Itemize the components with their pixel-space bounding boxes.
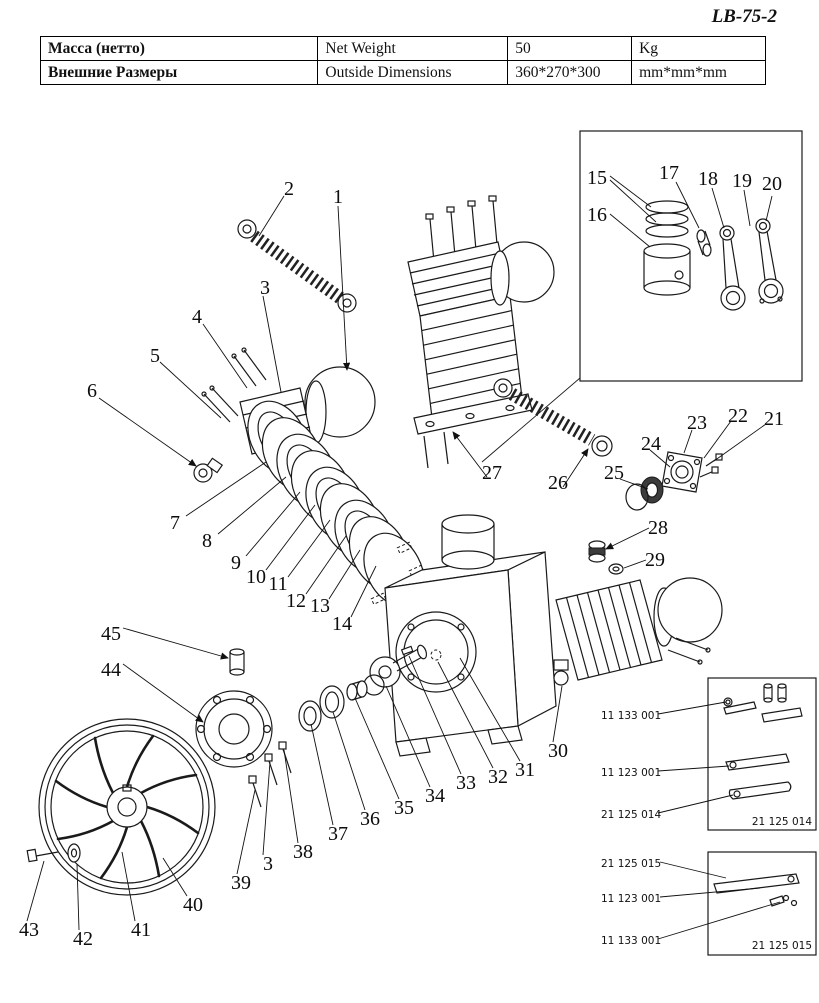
part-number-label-5: 11 123 001	[601, 893, 661, 905]
callout-34: 34	[425, 785, 445, 807]
callout-leader-lines	[26, 175, 773, 931]
callout-33: 33	[456, 772, 476, 794]
callout-41: 41	[131, 919, 151, 941]
callout-17: 17	[659, 162, 679, 184]
callout-31: 31	[515, 759, 535, 781]
intake-hose-2	[493, 378, 613, 457]
callout-24: 24	[641, 433, 661, 455]
weight-label-ru: Масса (нетто)	[39, 36, 319, 61]
flywheel	[26, 718, 216, 896]
callout-45: 45	[101, 623, 121, 645]
flywheel-washer	[67, 843, 81, 863]
callout-32: 32	[488, 766, 508, 788]
breather-plug	[588, 540, 624, 575]
piston-pin	[696, 229, 712, 257]
callout-7: 7	[170, 512, 180, 534]
part-number-label-2: 11 123 001	[601, 767, 661, 779]
callout-23: 23	[687, 412, 707, 434]
callout-15: 15	[587, 167, 607, 189]
callout-14: 14	[332, 613, 352, 635]
drain-fitting	[553, 659, 569, 686]
dimensions-value: 360*270*300	[507, 60, 633, 85]
callout-13: 13	[310, 595, 330, 617]
callout-42: 42	[73, 928, 93, 950]
right-cylinder-assembly	[555, 577, 723, 681]
callout-37: 37	[328, 823, 348, 845]
callout-10: 10	[246, 566, 266, 588]
callout-27: 27	[482, 462, 502, 484]
air-filter-housing-left	[304, 366, 376, 444]
weight-unit: Kg	[631, 36, 766, 61]
callout-36: 36	[360, 808, 380, 830]
callout-44: 44	[101, 659, 121, 681]
connecting-rod-a	[719, 225, 746, 311]
callout-5: 5	[150, 345, 160, 367]
callout-3b: 3	[263, 853, 273, 875]
dimensions-unit: mm*mm*mm	[631, 60, 766, 85]
weight-value: 50	[507, 36, 633, 61]
rear-bearing-flange	[625, 451, 723, 511]
connecting-rod-b	[755, 218, 784, 304]
callout-21: 21	[764, 408, 784, 430]
part-number-label-4: 21 125 015	[601, 858, 661, 870]
callout-6: 6	[87, 380, 97, 402]
callout-22: 22	[728, 405, 748, 427]
callout-25: 25	[604, 462, 624, 484]
callout-3: 3	[260, 277, 270, 299]
callout-8: 8	[202, 530, 212, 552]
intake-hose-1	[237, 219, 357, 313]
piston	[643, 243, 691, 296]
crankshaft-parts	[298, 644, 442, 732]
inset1-part-number-tag: 21 125 014	[752, 816, 812, 828]
callout-19: 19	[732, 170, 752, 192]
bearing-cover-plate	[195, 648, 273, 768]
dimensions-label-en: Outside Dimensions	[317, 60, 509, 85]
callout-16: 16	[587, 204, 607, 226]
callout-26: 26	[548, 472, 568, 494]
callout-12: 12	[286, 590, 306, 612]
flywheel-bolt	[26, 848, 59, 863]
spec-row-weight: Масса (нетто) Net Weight 50 Kg	[39, 36, 766, 61]
callout-28: 28	[648, 517, 668, 539]
dimensions-label-ru: Внешние Размеры	[39, 60, 319, 85]
part-number-label-3: 21 125 014	[601, 809, 661, 821]
callout-2: 2	[284, 178, 294, 200]
head-studs	[201, 347, 267, 423]
air-filter-housing-top	[490, 241, 555, 306]
callout-4: 4	[192, 306, 202, 328]
service-kit-inset-2: 21 125 015	[707, 851, 817, 956]
weight-label-en: Net Weight	[317, 36, 509, 61]
callout-29: 29	[645, 549, 665, 571]
callout-40: 40	[183, 894, 203, 916]
part-number-labels: 11 133 001 11 123 001 21 125 014 21 125 …	[601, 701, 781, 947]
valve-plate-stack	[247, 400, 425, 608]
service-kit-inset-1: 21 125 014	[707, 677, 817, 831]
spec-table: Масса (нетто) Net Weight 50 Kg Внешние Р…	[39, 36, 766, 85]
callout-1: 1	[333, 186, 343, 208]
callout-11: 11	[268, 573, 287, 595]
callout-43: 43	[19, 919, 39, 941]
oil-plug	[229, 648, 245, 656]
callout-38: 38	[293, 841, 313, 863]
spec-row-dimensions: Внешние Размеры Outside Dimensions 360*2…	[39, 60, 766, 85]
vertical-cylinder-assembly	[407, 195, 555, 469]
callout-39: 39	[231, 872, 251, 894]
document-title: LB-75-2	[711, 6, 777, 27]
callout-20: 20	[762, 173, 782, 195]
inset2-part-number-tag: 21 125 015	[752, 940, 812, 952]
callout-35: 35	[394, 797, 414, 819]
callout-numbers: 1 2 3 4 5 6 7 8 9 10 11 12 13 14 15 16 1…	[19, 162, 784, 950]
callout-30: 30	[548, 740, 568, 762]
part-number-label-1: 11 133 001	[601, 710, 661, 722]
callout-9: 9	[231, 552, 241, 574]
elbow-fitting	[193, 457, 224, 483]
part-number-label-6: 11 133 001	[601, 935, 661, 947]
air-filter-housing-right	[653, 577, 723, 647]
callout-18: 18	[698, 168, 718, 190]
head-bolts	[425, 195, 498, 263]
piston-rod-inset	[481, 130, 803, 463]
